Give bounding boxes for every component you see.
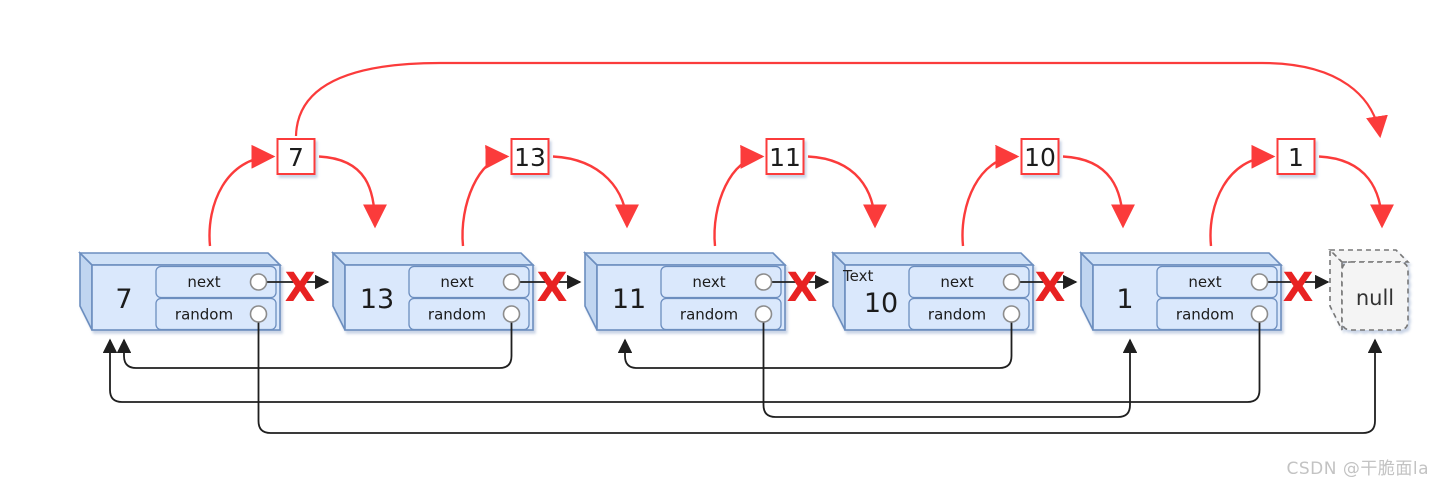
- random-port-1: [1250, 305, 1269, 323]
- node-value: 11: [612, 284, 646, 315]
- copy-arc-up-1: [1209, 144, 1276, 247]
- copy-arc-up-13: [461, 144, 510, 247]
- copy-label-box: [510, 138, 550, 175]
- random-cell: [660, 297, 782, 331]
- list-node-10: Text 10 next random: [831, 251, 1035, 331]
- random-arrow-13-7: [116, 322, 513, 369]
- copy-label-13: 13: [510, 138, 550, 175]
- x-mark-13-11: X: [537, 265, 568, 311]
- next-row-label: next: [692, 273, 725, 291]
- list-node-13: 13 next random: [331, 251, 535, 331]
- x-mark-7-13: X: [285, 265, 316, 311]
- watermark: CSDN @干脆面la: [1286, 459, 1429, 479]
- list-node-7: 7 next random: [78, 251, 282, 331]
- list-node-1: 1 next random: [1079, 251, 1283, 331]
- next-row-label: next: [440, 273, 473, 291]
- null-label: null: [1356, 286, 1394, 310]
- node-side-face: [584, 251, 598, 331]
- copy-label-10: 10: [1020, 138, 1060, 175]
- null-top-face: [1328, 249, 1410, 263]
- copy-arc-down-1: [1318, 155, 1394, 229]
- node-top-face: [331, 252, 535, 266]
- random-row-label: random: [928, 306, 986, 324]
- random-cell: [408, 297, 530, 331]
- random-cell: [908, 297, 1030, 331]
- random-arrow-1-7: [102, 322, 1261, 403]
- copy-label-1: 1: [1276, 138, 1316, 175]
- null-side-face: [1329, 248, 1343, 331]
- node-value: 7: [115, 284, 132, 315]
- next-row-label: next: [940, 273, 973, 291]
- node-top-face: [78, 252, 282, 266]
- null-front-face: [1341, 261, 1409, 331]
- copy-label-value: 1: [1288, 143, 1304, 172]
- copy-label-box: [765, 138, 805, 175]
- copy-label-box: [1276, 138, 1316, 175]
- node-side-face: [79, 251, 93, 331]
- copy-label-value: 11: [769, 143, 801, 172]
- random-cell: [1156, 297, 1278, 331]
- random-port-7: [249, 305, 268, 323]
- copy-long-arc-7-null: [294, 61, 1388, 139]
- random-row-label: random: [175, 306, 233, 324]
- node-side-face: [832, 251, 846, 331]
- node-top-face: [583, 252, 787, 266]
- x-mark-1-null: X: [1283, 265, 1314, 311]
- copy-label-value: 7: [288, 143, 304, 172]
- list-node-11: 11 next random: [583, 251, 787, 331]
- x-mark-11-10: X: [787, 265, 818, 311]
- random-port-13: [502, 305, 521, 323]
- copy-arc-down-7: [318, 155, 387, 229]
- copy-arc-down-11: [807, 155, 887, 229]
- random-cell: [155, 297, 277, 331]
- x-mark-10-1: X: [1035, 265, 1066, 311]
- random-row-label: random: [680, 306, 738, 324]
- null-node: null: [1328, 248, 1410, 331]
- node-top-face: [1079, 252, 1283, 266]
- random-port-10: [1002, 305, 1021, 323]
- copy-arc-up-11: [713, 144, 765, 247]
- copy-arc-up-7: [208, 144, 276, 247]
- node-text-placeholder: Text: [842, 267, 873, 285]
- copy-label-box: [276, 138, 316, 175]
- next-row-label: next: [1188, 273, 1221, 291]
- random-arrow-10-11: [617, 322, 1013, 369]
- copy-label-value: 13: [514, 143, 546, 172]
- copy-label-11: 11: [765, 138, 805, 175]
- random-row-label: random: [428, 306, 486, 324]
- next-port-11: [754, 273, 773, 291]
- next-port-13: [502, 273, 521, 291]
- node-top-face: [831, 252, 1035, 266]
- random-arrow-7-null: [257, 322, 1383, 434]
- random-arrow-11-1: [762, 322, 1138, 418]
- next-row-label: next: [187, 273, 220, 291]
- node-value: 1: [1116, 284, 1133, 315]
- next-port-7: [249, 273, 268, 291]
- node-side-face: [1080, 251, 1094, 331]
- next-port-10: [1002, 273, 1021, 291]
- copy-label-box: [1020, 138, 1060, 175]
- copy-arc-up-10: [961, 144, 1020, 247]
- copy-arc-down-13: [552, 155, 639, 229]
- next-port-1: [1250, 273, 1269, 291]
- node-value: 13: [360, 284, 394, 315]
- copy-arc-down-10: [1062, 155, 1135, 229]
- copy-label-value: 10: [1024, 143, 1056, 172]
- node-side-face: [332, 251, 346, 331]
- copy-label-7: 7: [276, 138, 316, 175]
- random-row-label: random: [1176, 306, 1234, 324]
- node-value: 10: [864, 288, 898, 319]
- random-port-11: [754, 305, 773, 323]
